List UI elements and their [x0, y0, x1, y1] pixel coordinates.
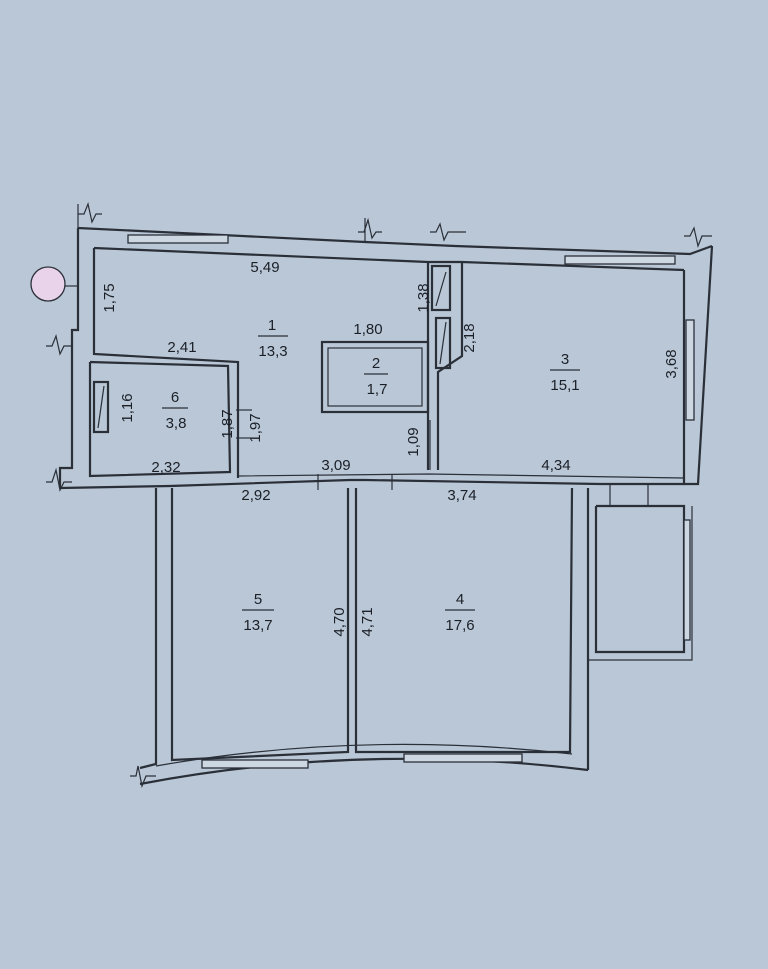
dimension-label: 5,49 — [250, 259, 279, 276]
marker-circle-icon — [30, 266, 66, 302]
room-number: 5 — [254, 591, 262, 608]
walls — [58, 226, 714, 786]
room-area: 1,7 — [367, 381, 388, 398]
dimension-label: 1,75 — [101, 283, 118, 312]
dimension-label: 4,70 — [331, 607, 348, 636]
entrance-marker — [30, 266, 78, 302]
room-number: 6 — [171, 389, 179, 406]
room-label-6: 6 3,8 — [162, 389, 188, 432]
dimension-label: 4,71 — [359, 607, 376, 636]
dimension-label: 1,80 — [353, 321, 382, 338]
corridor-inner-line — [237, 473, 685, 479]
break-marks — [46, 201, 712, 789]
room-area: 13,3 — [258, 343, 287, 360]
room-label-4: 4 17,6 — [445, 591, 475, 634]
window-balcony — [683, 519, 691, 641]
dimension-label: 1,87 — [219, 409, 236, 438]
room5-outer-left — [139, 488, 158, 770]
inner-wall-top — [93, 246, 685, 272]
balcony-walls — [594, 504, 686, 654]
dimension-labels: 5,49 1,75 1,38 2,41 1,80 2,18 3,68 4,34 … — [101, 259, 680, 637]
room-label-5: 5 13,7 — [242, 591, 274, 634]
dimension-label: 1,97 — [247, 413, 264, 442]
dimension-label: 2,92 — [241, 487, 270, 504]
outer-wall-left — [58, 228, 80, 488]
outer-wall-bottom — [139, 757, 589, 786]
room-labels: 1 13,3 2 1,7 3 15,1 4 17,6 5 13,7 — [162, 317, 580, 634]
dimension-label: 2,41 — [167, 339, 196, 356]
outer-wall-top — [77, 226, 713, 256]
corridor-bottom-wall — [59, 478, 684, 490]
balcony-outer — [588, 506, 693, 661]
fixtures — [92, 264, 452, 434]
room6-walls — [88, 360, 232, 478]
dimension-ticks — [236, 409, 649, 506]
room-area: 3,8 — [166, 415, 187, 432]
room-label-2: 2 1,7 — [364, 355, 388, 398]
window-right-room3 — [685, 319, 695, 421]
room2-inner — [327, 347, 423, 407]
room-area: 15,1 — [550, 377, 579, 394]
dimension-label: 1,16 — [119, 393, 136, 422]
room4-walls — [354, 487, 574, 754]
window-room4-bottom — [403, 753, 523, 763]
dimension-label: 3,68 — [663, 349, 680, 378]
dimension-label: 2,18 — [461, 323, 478, 352]
vent-shaft-room6 — [92, 380, 110, 434]
dimension-label: 3,09 — [321, 457, 350, 474]
vent-shaft-room1 — [430, 264, 452, 312]
dimension-label: 3,74 — [447, 487, 476, 504]
dimension-label: 1,38 — [415, 283, 432, 312]
outer-wall-right — [682, 245, 714, 486]
windows — [127, 234, 695, 769]
room-label-1: 1 13,3 — [258, 317, 288, 360]
vent-shaft-room3 — [434, 316, 452, 370]
dimension-label: 4,34 — [541, 457, 570, 474]
room5-walls — [170, 488, 350, 762]
room-area: 13,7 — [243, 617, 272, 634]
dimension-label: 1,09 — [405, 427, 422, 456]
window-top-right — [564, 255, 676, 265]
room-number: 3 — [561, 351, 569, 368]
window-room5-bottom — [201, 759, 309, 769]
room-area: 17,6 — [445, 617, 474, 634]
room-number: 1 — [268, 317, 276, 334]
inner-wall-left-room1 — [92, 248, 240, 478]
window-top-left — [127, 234, 229, 244]
room-number: 4 — [456, 591, 464, 608]
dimension-label: 2,32 — [151, 459, 180, 476]
room-label-3: 3 15,1 — [550, 351, 580, 394]
room-number: 2 — [372, 355, 380, 372]
inner-wall-bottom — [155, 743, 573, 767]
